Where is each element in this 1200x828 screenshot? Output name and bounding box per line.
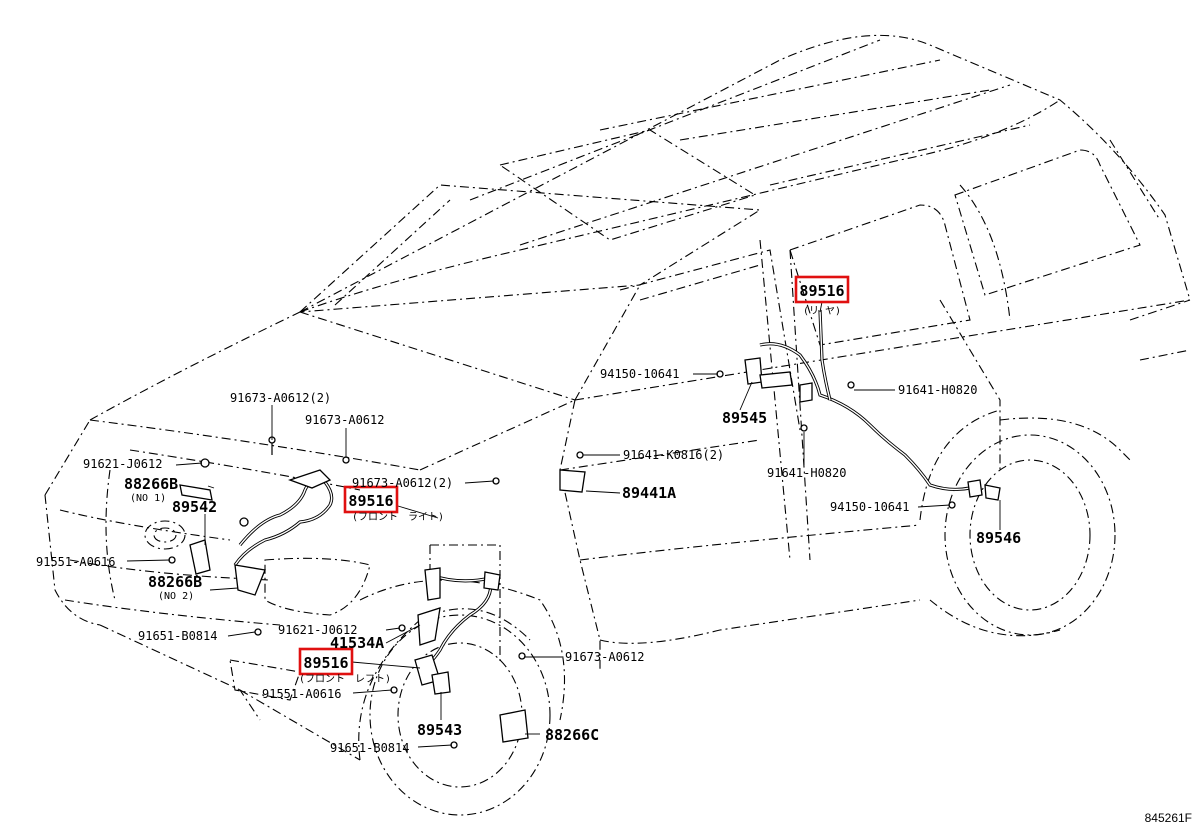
callout: 91673-A0612 (565, 650, 644, 664)
callout: (NO 2) (158, 591, 194, 602)
highlight-box-front-left (298, 647, 354, 676)
callout: 91551-A0616 (36, 555, 115, 569)
callout: 91651-B0814 (138, 629, 217, 643)
callout: 94150-10641 (600, 367, 679, 381)
callout: 89543 (417, 721, 462, 739)
callout: 91673-A0612 (305, 413, 384, 427)
callout: 91621-J0612 (278, 623, 357, 637)
sensor-note-front-right: (フロント ライト) (352, 511, 444, 523)
callout: 91641-K0816(2) (623, 448, 724, 462)
callout: 89546 (976, 529, 1021, 547)
callout: 88266B (124, 475, 178, 493)
callout: 94150-10641 (830, 500, 909, 514)
highlight-boxes (298, 275, 850, 676)
highlight-box-rear (794, 275, 850, 304)
sensor-note-front-left: (フロント レフト) (299, 674, 391, 685)
callout: 91551-A0616 (262, 687, 341, 701)
leader-lines (126, 301, 1001, 748)
sensor-note-rear: (リ ヤ) (803, 306, 841, 317)
sensor-label-front-left: 89516 (303, 654, 348, 672)
highlight-box-front-right (343, 485, 399, 514)
sensor-label-front-right: 89516 (348, 492, 393, 510)
callout: 41534A (330, 634, 384, 652)
callout: 91651-B0814 (330, 741, 409, 755)
callout: 89441A (622, 484, 676, 502)
callout: 91641-H0820 (898, 383, 977, 397)
callout: (NO 1) (130, 493, 166, 504)
callout: 91673-A0612(2) (352, 476, 453, 490)
callout: 89545 (722, 409, 767, 427)
callout: 91673-A0612(2) (230, 391, 331, 405)
callout: 91641-H0820 (767, 466, 846, 480)
front-right-harness (168, 436, 350, 636)
figure-number: 845261F (1145, 811, 1192, 825)
front-left-harness (390, 477, 529, 749)
callout: 88266C (545, 726, 599, 744)
callout: 88266B (148, 573, 202, 591)
vehicle-outline (44, 34, 1191, 816)
callout: 91621-J0612 (83, 457, 162, 471)
callout: 89542 (172, 498, 217, 516)
sensor-label-rear: 89516 (799, 282, 844, 300)
part-callouts: 91673-A0612(2) 91673-A0612 91621-J0612 8… (36, 367, 1021, 755)
rear-harness (559, 309, 1001, 509)
